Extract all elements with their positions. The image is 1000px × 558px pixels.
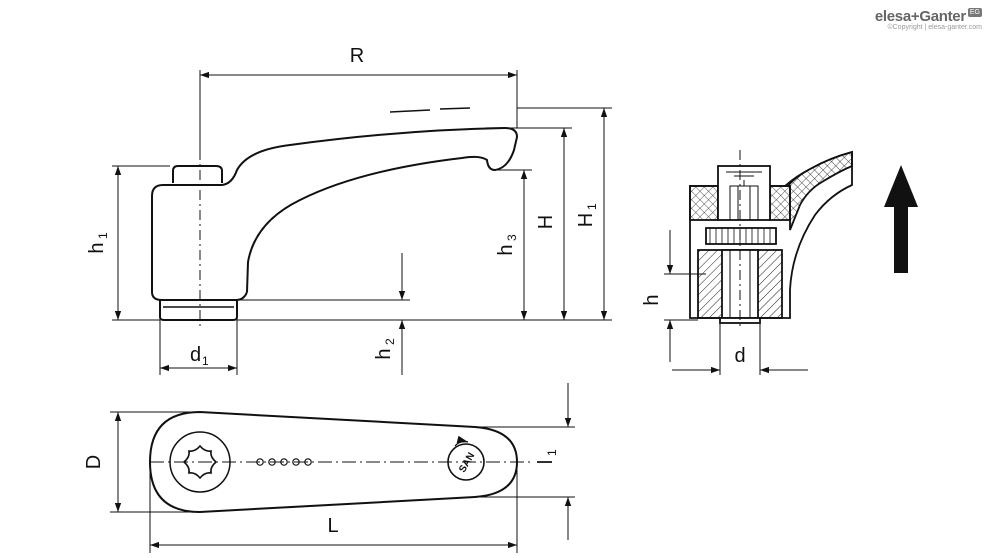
direction-arrow-icon [884, 165, 918, 273]
label-D: D [83, 455, 105, 469]
top-view-dimensions [110, 383, 575, 553]
base-spigot [159, 300, 238, 321]
label-R: R [350, 45, 364, 67]
label-h3-sub: 3 [505, 234, 519, 241]
label-d1: d [190, 344, 201, 366]
label-h1-sub: 1 [96, 232, 110, 239]
hub-outline [151, 184, 248, 301]
section-view-dimensions [664, 230, 808, 375]
san-logo-icon [447, 443, 485, 481]
toothed-ring [705, 227, 777, 245]
label-d1-sub: 1 [202, 354, 209, 368]
label-H: H [535, 215, 557, 229]
section-view [689, 150, 853, 330]
label-h: h [641, 294, 663, 305]
label-l1-sub: 1 [545, 449, 559, 456]
label-l1: l [535, 460, 557, 464]
label-h2-sub: 2 [383, 338, 397, 345]
hub-cap [172, 165, 223, 183]
side-view [151, 126, 519, 330]
screw-head [717, 165, 771, 221]
left-wall [689, 185, 719, 221]
lever-upper [163, 126, 519, 293]
label-L: L [327, 515, 338, 537]
label-h2: h [373, 348, 395, 359]
brand-badge: EG [967, 8, 982, 17]
arm-section [782, 150, 853, 231]
section-view-labels: h d [641, 294, 746, 367]
label-h3: h [495, 244, 517, 255]
label-d: d [734, 345, 745, 367]
top-view-labels: D L l 1 [83, 449, 559, 537]
side-view-dimensions [112, 70, 612, 375]
label-h1: h [86, 242, 108, 253]
torx-icon [182, 444, 218, 480]
brand-copyright: ©Copyright | elesa-ganter.com [887, 24, 982, 31]
brand-name: elesa+Ganter [874, 8, 966, 25]
logo-text: SAN [457, 451, 477, 475]
label-H1-sub: 1 [585, 203, 599, 210]
side-view-labels: R h 1 d 1 h 2 h 3 H H 1 [86, 45, 599, 368]
label-H1: H [575, 213, 597, 227]
